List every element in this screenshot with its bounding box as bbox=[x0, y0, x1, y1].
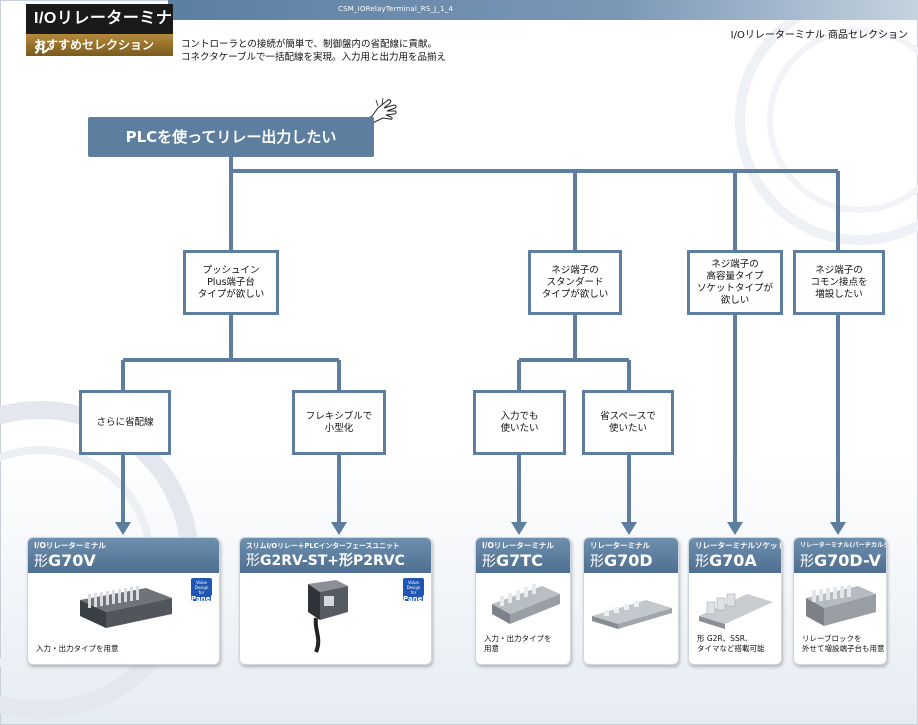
g70dv-terminal-image bbox=[806, 585, 876, 626]
product-description: リレーブロックを 外せて増設端子台も用意 bbox=[802, 634, 885, 654]
top-banner bbox=[168, 0, 918, 20]
product-card-g70v[interactable]: I/Oリレーターミナル 形G70V Value Design for Panel… bbox=[27, 537, 220, 665]
model-prefix: 形 bbox=[695, 554, 709, 570]
intro-line-1: コントローラとの接続が簡単で、制御盤内の省配線に貢献。 bbox=[181, 39, 438, 50]
product-category: I/Oリレーターミナル bbox=[34, 541, 106, 550]
question-text-line: タイプが欲しい bbox=[197, 288, 265, 300]
question-box-screw-high-capacity: ネジ端子の 高容量タイプ ソケットタイプが 欲しい bbox=[687, 250, 783, 315]
question-text-line: 欲しい bbox=[720, 294, 750, 306]
description-line: リレーブロックを bbox=[802, 634, 862, 643]
model-name: G2RV-ST+形P2RVC bbox=[260, 553, 405, 569]
question-text-line: スタンダード bbox=[546, 276, 604, 288]
product-category: リレーターミナル(バーチカルタイプ) bbox=[800, 542, 886, 549]
product-description: 入力・出力タイプを 用意 bbox=[484, 634, 552, 654]
product-category: リレーターミナルソケット bbox=[695, 541, 782, 550]
question-text-line: ネジ端子の bbox=[711, 258, 759, 270]
question-text-line: フレキシブルで bbox=[305, 410, 373, 422]
product-model: 形G70A bbox=[695, 551, 775, 572]
product-description: 形 G2R、SSR、 タイマなど搭載可能 bbox=[697, 634, 765, 654]
root-question-node: PLCを使ってリレー出力したい bbox=[88, 117, 374, 157]
model-prefix: 形 bbox=[800, 554, 814, 570]
product-card-header: リレーターミナル(バーチカルタイプ) 形G70D-V bbox=[794, 538, 886, 573]
model-prefix: 形 bbox=[590, 554, 604, 570]
model-prefix: 形 bbox=[34, 554, 48, 570]
product-model: 形G7TC bbox=[482, 551, 564, 572]
product-model: 形G70D-V bbox=[800, 551, 881, 572]
model-name: G7TC bbox=[496, 551, 543, 570]
question-text-line: ネジ端子の bbox=[551, 264, 599, 276]
question-box-use-for-input: 入力でも 使いたい bbox=[473, 390, 566, 455]
question-text-line: 使いたい bbox=[500, 422, 539, 434]
badge-text: Value Design bbox=[406, 580, 421, 590]
product-card-g7tc[interactable]: I/Oリレーターミナル 形G7TC 入力・出力タイプを 用意 bbox=[475, 537, 571, 665]
badge-panel-text: Panel bbox=[403, 595, 425, 603]
question-text-line: さらに省配線 bbox=[96, 416, 154, 428]
value-design-panel-badge: Value Design for Panel bbox=[403, 578, 425, 603]
model-prefix: 形 bbox=[246, 553, 260, 569]
value-design-panel-badge: Value Design for Panel bbox=[191, 578, 213, 603]
product-description: 入力・出力タイプを用意 bbox=[36, 644, 119, 654]
g70a-socket-image bbox=[699, 593, 773, 629]
description-line: 形 G2R、SSR、 bbox=[697, 634, 753, 643]
model-name: G70D-V bbox=[814, 551, 881, 570]
model-name: G70A bbox=[709, 551, 757, 570]
product-card-g70d-v[interactable]: リレーターミナル(バーチカルタイプ) 形G70D-V リレーブロックを 外せて増… bbox=[793, 537, 887, 665]
product-model: 形G70D bbox=[590, 551, 672, 572]
intro-text: コントローラとの接続が簡単で、制御盤内の省配線に貢献。 コネクタケーブルで一括配… bbox=[181, 38, 446, 64]
badge-text: for bbox=[198, 590, 205, 595]
g70v-terminal-image bbox=[80, 586, 172, 628]
question-box-screw-standard: ネジ端子の スタンダード タイプが欲しい bbox=[528, 250, 622, 315]
question-text-line: プッシュイン bbox=[202, 264, 260, 276]
g2rv-relay-unit-image bbox=[308, 580, 348, 653]
product-card-header: スリムI/Oリレー＋PLCインターフェースユニット 形G2RV-ST+形P2RV… bbox=[240, 538, 431, 573]
question-text-line: Plus端子台 bbox=[207, 276, 255, 288]
product-model: 形G70V bbox=[34, 551, 213, 572]
question-text-line: 省スペースで bbox=[600, 410, 656, 422]
description-line: 入力・出力タイプを用意 bbox=[36, 644, 119, 653]
product-category: リレーターミナル bbox=[590, 541, 650, 550]
description-line: 用意 bbox=[484, 644, 499, 653]
product-card-header: I/Oリレーターミナル 形G7TC bbox=[476, 538, 570, 573]
question-box-space-saving: 省スペースで 使いたい bbox=[582, 390, 674, 455]
description-line: 入力・出力タイプを bbox=[484, 634, 552, 643]
intro-line-2: コネクタケーブルで一括配線を実現。入力用と出力用を品揃え bbox=[181, 52, 447, 63]
product-card-g70d[interactable]: リレーターミナル 形G70D bbox=[583, 537, 679, 665]
badge-panel-text: Panel bbox=[191, 595, 213, 603]
product-category: I/Oリレーターミナル bbox=[482, 541, 554, 550]
question-text-line: コモン接点を bbox=[810, 276, 868, 288]
product-model: 形G2RV-ST+形P2RVC bbox=[246, 551, 425, 571]
document-code: CSM_IORelayTerminal_RS_J_1_4 bbox=[338, 5, 454, 13]
brand-block: I/Oリレーターミナル おすすめセレクション bbox=[26, 4, 173, 57]
question-text-line: 使いたい bbox=[608, 422, 647, 434]
question-box-pushin: プッシュイン Plus端子台 タイプが欲しい bbox=[183, 250, 279, 315]
question-text-line: ソケットタイプが bbox=[696, 282, 773, 294]
product-card-header: I/Oリレーターミナル 形G70V bbox=[28, 538, 219, 573]
model-name: G70D bbox=[604, 551, 653, 570]
question-text-line: タイプが欲しい bbox=[541, 288, 609, 300]
question-box-less-wiring: さらに省配線 bbox=[79, 390, 171, 455]
question-text-line: 高容量タイプ bbox=[706, 270, 764, 282]
product-card-header: リレーターミナル 形G70D bbox=[584, 538, 678, 573]
brand-subtitle: おすすめセレクション bbox=[26, 34, 173, 56]
question-box-screw-common: ネジ端子の コモン接点を 増設したい bbox=[793, 250, 885, 315]
model-prefix: 形 bbox=[482, 554, 496, 570]
question-text-line: 入力でも bbox=[500, 410, 539, 422]
description-line: タイマなど搭載可能 bbox=[697, 644, 765, 653]
product-card-g70a[interactable]: リレーターミナルソケット 形G70A 形 G2R、SSR、 タイマなど搭載可能 bbox=[688, 537, 782, 665]
product-card-header: リレーターミナルソケット 形G70A bbox=[689, 538, 781, 573]
g70d-terminal-image bbox=[592, 600, 672, 629]
badge-text: for bbox=[410, 590, 417, 595]
question-text-line: 増設したい bbox=[815, 288, 863, 300]
description-line: 外せて増設端子台も用意 bbox=[802, 644, 885, 653]
product-card-g2rv-st[interactable]: スリムI/Oリレー＋PLCインターフェースユニット 形G2RV-ST+形P2RV… bbox=[239, 537, 432, 665]
question-text-line: 小型化 bbox=[324, 422, 354, 434]
question-box-flexible-compact: フレキシブルで 小型化 bbox=[292, 390, 386, 455]
model-name: G70V bbox=[48, 551, 96, 570]
g7tc-terminal-image bbox=[492, 584, 560, 624]
product-category: スリムI/Oリレー＋PLCインターフェースユニット bbox=[246, 542, 400, 550]
badge-text: Value Design bbox=[194, 580, 209, 590]
question-text-line: ネジ端子の bbox=[815, 264, 863, 276]
page-heading: I/Oリレーターミナル 商品セレクション bbox=[730, 30, 908, 41]
